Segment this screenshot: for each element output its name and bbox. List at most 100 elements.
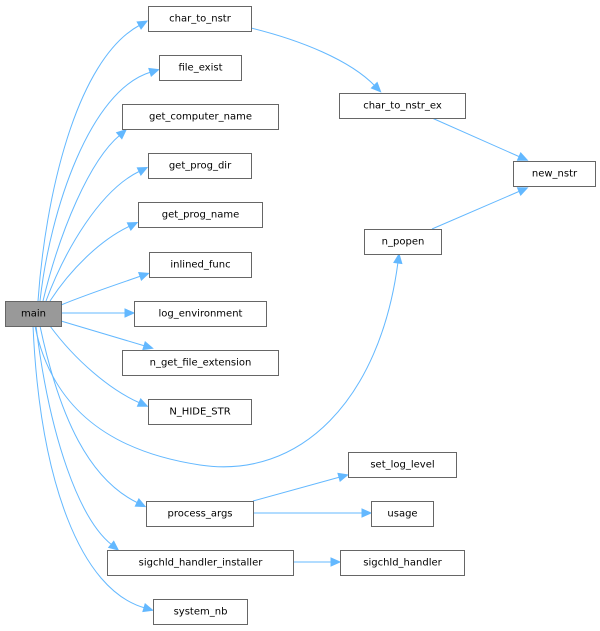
edge-line (39, 325, 139, 504)
node-label: process_args (167, 509, 232, 520)
edge-n_popen-to-new_nstr (431, 187, 529, 230)
edge-main-to-n_popen (34, 252, 403, 468)
node-label: get_prog_name (162, 210, 240, 221)
node-label: n_popen (382, 237, 425, 248)
node-box (148, 6, 252, 32)
edge-main-to-char_to_nstr (37, 20, 149, 302)
edge-main-to-get_prog_name (49, 222, 139, 302)
node-box (149, 252, 252, 278)
node-box (122, 104, 279, 130)
edge-line (35, 325, 113, 546)
arrowhead-icon (126, 222, 139, 231)
edge-main-to-get_prog_dir (45, 166, 149, 302)
node-box (159, 55, 242, 81)
node-box (513, 161, 596, 187)
node-label: char_to_nstr (169, 14, 232, 25)
node-inlined_func[interactable]: inlined_func (149, 252, 252, 278)
node-box (138, 202, 263, 228)
node-file_exist[interactable]: file_exist (159, 55, 242, 81)
node-process_args[interactable]: process_args (146, 501, 254, 527)
edge-process_args-to-usage (253, 508, 373, 518)
node-get_prog_dir[interactable]: get_prog_dir (148, 153, 252, 179)
arrowhead-icon (124, 308, 136, 318)
arrowhead-icon (136, 166, 149, 176)
node-sigchld_handler[interactable]: sigchld_handler (340, 550, 465, 576)
node-label: inlined_func (170, 260, 230, 271)
arrowhead-icon (115, 128, 128, 140)
node-label: main (21, 309, 46, 320)
arrowhead-icon (107, 540, 120, 551)
node-system_nb[interactable]: system_nb (153, 599, 248, 625)
node-box (107, 550, 294, 576)
node-box (348, 452, 457, 478)
node-get_computer_name[interactable]: get_computer_name (122, 104, 279, 130)
node-N_HIDE_STR[interactable]: N_HIDE_STR (148, 399, 252, 425)
node-box (146, 501, 254, 527)
node-box (134, 301, 267, 327)
node-set_log_level[interactable]: set_log_level (348, 452, 457, 478)
edge-line (431, 117, 521, 158)
node-char_to_nstr[interactable]: char_to_nstr (148, 6, 252, 32)
edge-line (250, 27, 376, 87)
edge-main-to-system_nb (32, 325, 154, 613)
edge-char_to_nstr-to-char_to_nstr_ex (250, 27, 382, 93)
edge-line (60, 275, 142, 306)
node-char_to_nstr_ex[interactable]: char_to_nstr_ex (339, 93, 466, 119)
arrowhead-icon (516, 187, 529, 196)
arrowhead-icon (337, 472, 349, 482)
edge-line (49, 225, 131, 302)
edge-main-to-log_environment (61, 308, 136, 318)
arrowhead-icon (516, 152, 529, 161)
edge-process_args-to-set_log_level (252, 472, 349, 502)
node-n_get_file_extension[interactable]: n_get_file_extension (122, 350, 279, 376)
edge-line (32, 325, 146, 609)
node-main[interactable]: main (5, 301, 62, 327)
node-label: sigchld_handler_installer (139, 558, 264, 569)
node-label: sigchld_handler (363, 558, 442, 569)
arrowhead-icon (330, 557, 342, 567)
node-get_prog_name[interactable]: get_prog_name (138, 202, 263, 228)
arrowhead-icon (148, 67, 160, 77)
edge-line (39, 71, 152, 302)
node-label: get_prog_dir (169, 161, 232, 172)
node-box (148, 399, 252, 425)
node-n_popen[interactable]: n_popen (364, 229, 442, 255)
node-box (371, 501, 434, 527)
node-label: file_exist (178, 63, 222, 74)
arrowhead-icon (134, 498, 147, 508)
arrowhead-icon (136, 20, 149, 30)
node-sigchld_handler_installer[interactable]: sigchld_handler_installer (107, 550, 294, 576)
arrowhead-icon (142, 341, 154, 351)
arrowhead-icon (370, 81, 382, 93)
edge-main-to-sigchld_handler_installer (35, 325, 120, 551)
edge-main-to-get_computer_name (42, 128, 128, 302)
node-new_nstr[interactable]: new_nstr (513, 161, 596, 187)
node-label: log_environment (159, 309, 243, 320)
edge-main-to-process_args (39, 325, 147, 508)
edge-line (431, 190, 521, 230)
edge-line (37, 24, 141, 302)
node-box (340, 550, 465, 576)
node-box (148, 153, 252, 179)
node-box (122, 350, 279, 376)
node-label: n_get_file_extension (150, 358, 252, 369)
edge-main-to-N_HIDE_STR (49, 325, 149, 407)
node-box (364, 229, 442, 255)
node-label: usage (387, 509, 417, 520)
edge-line (252, 476, 341, 502)
node-label: char_to_nstr_ex (363, 101, 442, 112)
node-label: system_nb (174, 607, 228, 618)
edge-char_to_nstr_ex-to-new_nstr (431, 117, 529, 161)
edge-line (49, 325, 141, 404)
edge-sigchld_handler_installer-to-sigchld_handler (293, 557, 342, 567)
arrowhead-icon (142, 603, 154, 613)
node-log_environment[interactable]: log_environment (134, 301, 267, 327)
arrowhead-icon (361, 508, 373, 518)
node-box (153, 599, 248, 625)
arrowhead-icon (138, 271, 150, 281)
node-label: N_HIDE_STR (169, 407, 230, 418)
node-label: set_log_level (370, 460, 434, 471)
node-box (5, 301, 62, 327)
edge-line (34, 261, 399, 468)
node-usage[interactable]: usage (371, 501, 434, 527)
